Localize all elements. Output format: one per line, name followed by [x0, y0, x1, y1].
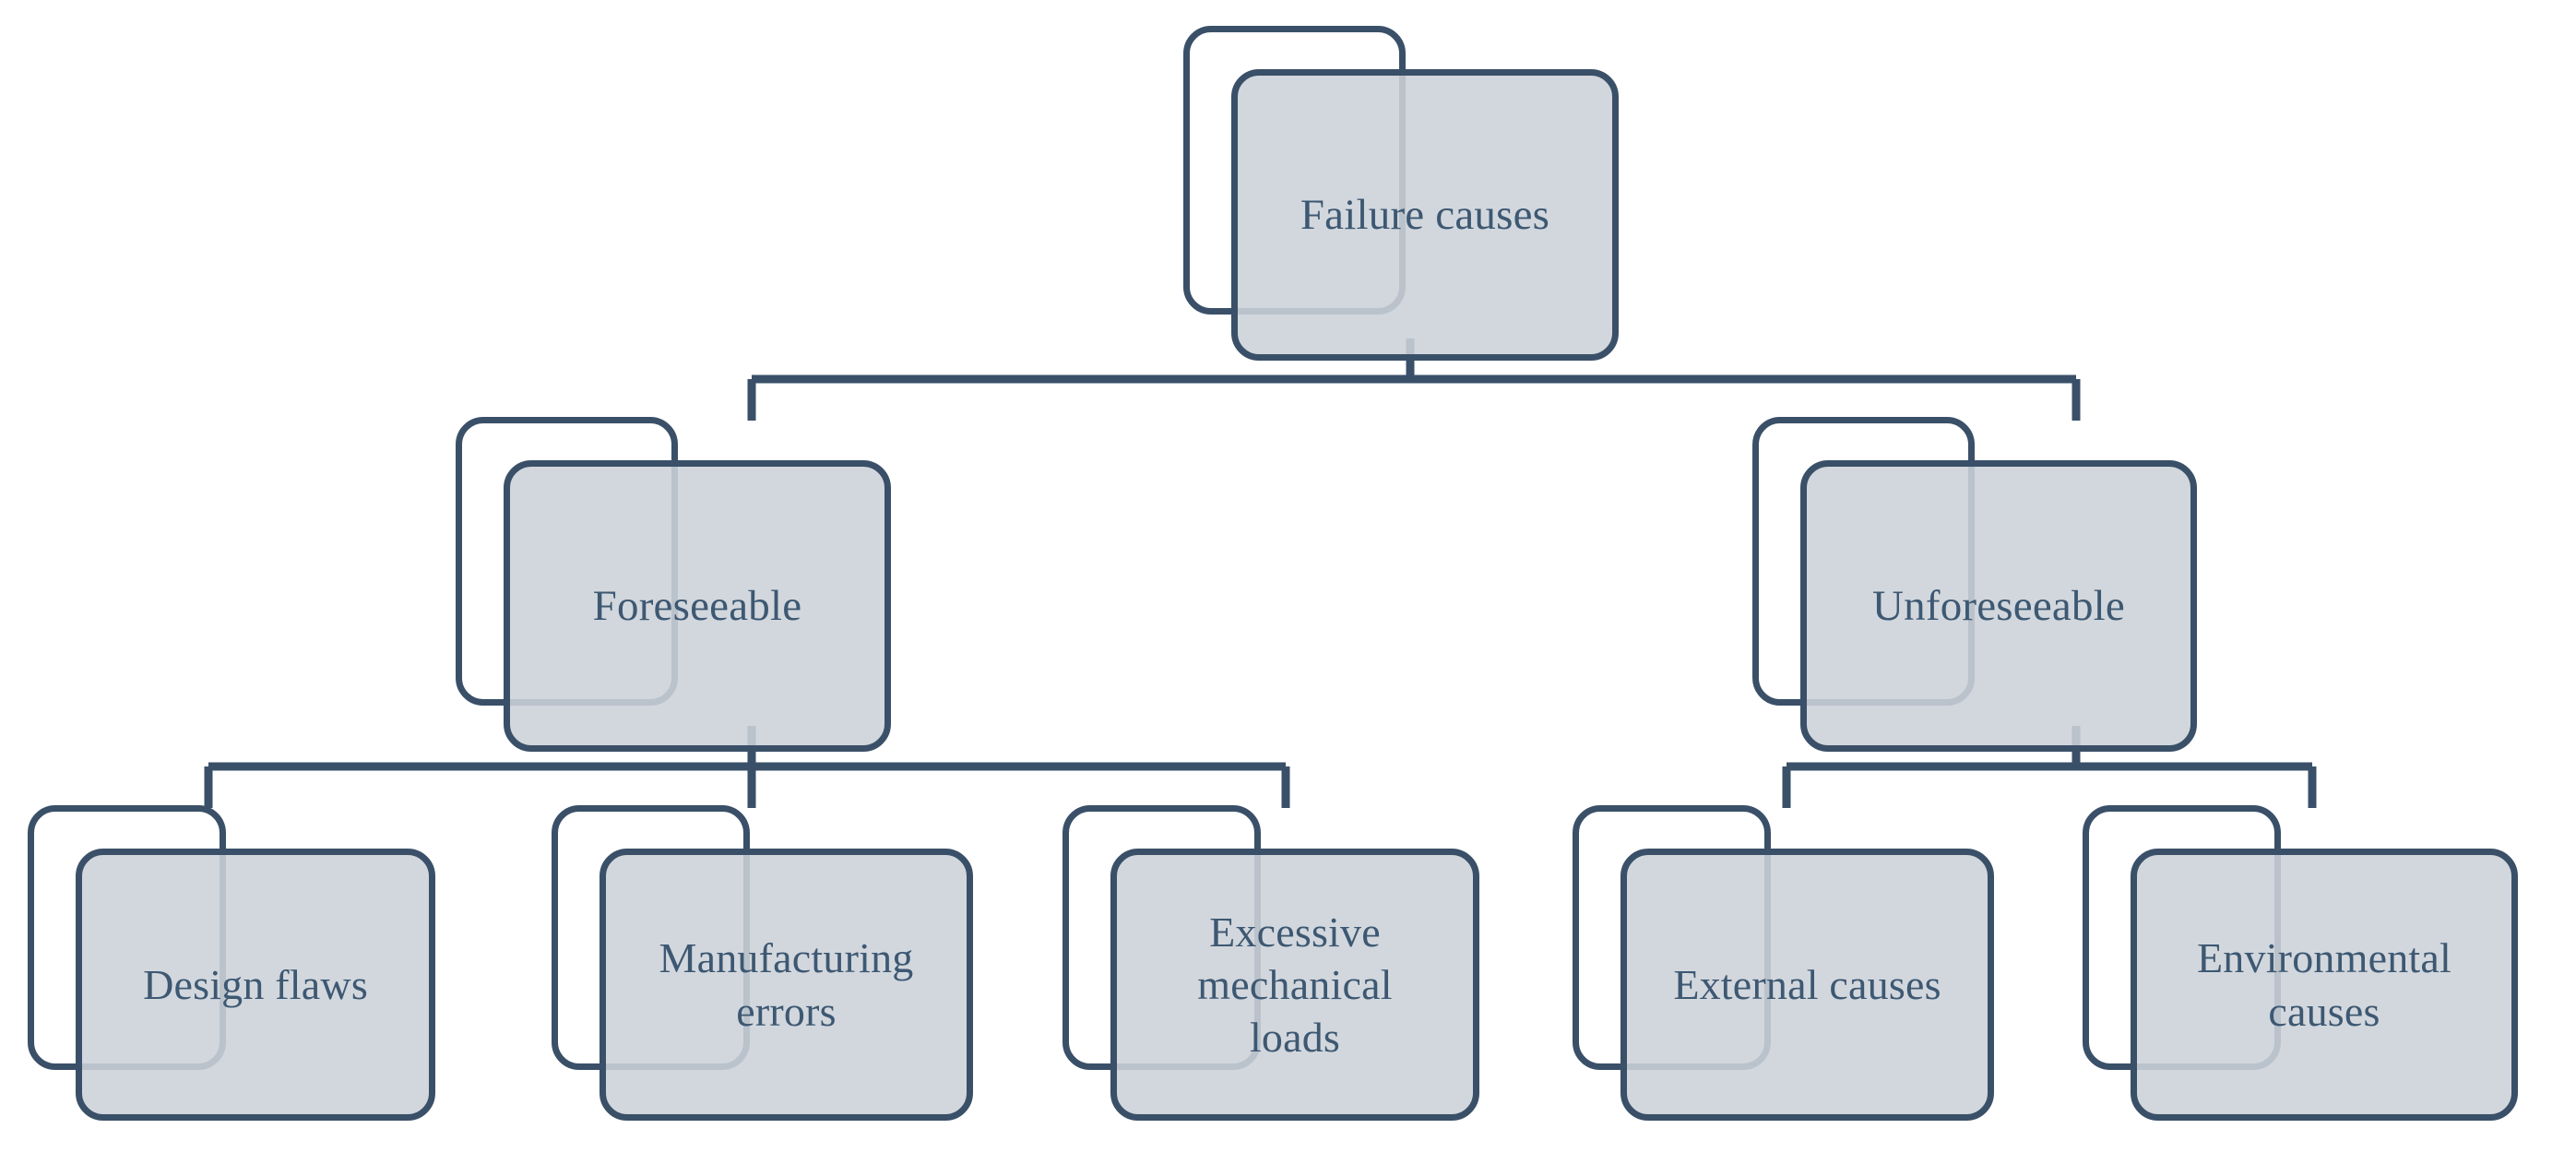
- node-design-flaws[interactable]: Design flaws: [28, 805, 435, 1121]
- node-label: Environmental causes: [2197, 934, 2451, 1035]
- node-label: Failure causes: [1300, 190, 1550, 239]
- node-front-plate[interactable]: Foreseeable: [504, 460, 891, 752]
- node-foreseeable[interactable]: Foreseeable: [456, 417, 891, 752]
- node-front-plate[interactable]: Design flaws: [76, 849, 435, 1121]
- node-external-causes[interactable]: External causes: [1573, 805, 1994, 1121]
- node-unforeseeable[interactable]: Unforeseeable: [1752, 417, 2197, 752]
- node-front-plate[interactable]: Failure causes: [1231, 69, 1619, 361]
- node-label: Unforeseeable: [1872, 581, 2125, 630]
- node-label: Design flaws: [143, 960, 368, 1008]
- node-environmental-causes[interactable]: Environmental causes: [2083, 805, 2518, 1121]
- node-excessive-mechanical-loads[interactable]: Excessive mechanical loads: [1062, 805, 1479, 1121]
- node-label: External causes: [1673, 960, 1941, 1008]
- node-front-plate[interactable]: Excessive mechanical loads: [1110, 849, 1479, 1121]
- node-front-plate[interactable]: Unforeseeable: [1800, 460, 2197, 752]
- node-label: Excessive mechanical loads: [1197, 908, 1393, 1062]
- node-front-plate[interactable]: Environmental causes: [2131, 849, 2518, 1121]
- node-label: Manufacturing errors: [659, 934, 914, 1035]
- node-failure-causes[interactable]: Failure causes: [1183, 26, 1619, 361]
- node-label: Foreseeable: [592, 581, 802, 630]
- node-front-plate[interactable]: Manufacturing errors: [599, 849, 973, 1121]
- node-manufacturing-errors[interactable]: Manufacturing errors: [552, 805, 973, 1121]
- node-front-plate[interactable]: External causes: [1620, 849, 1994, 1121]
